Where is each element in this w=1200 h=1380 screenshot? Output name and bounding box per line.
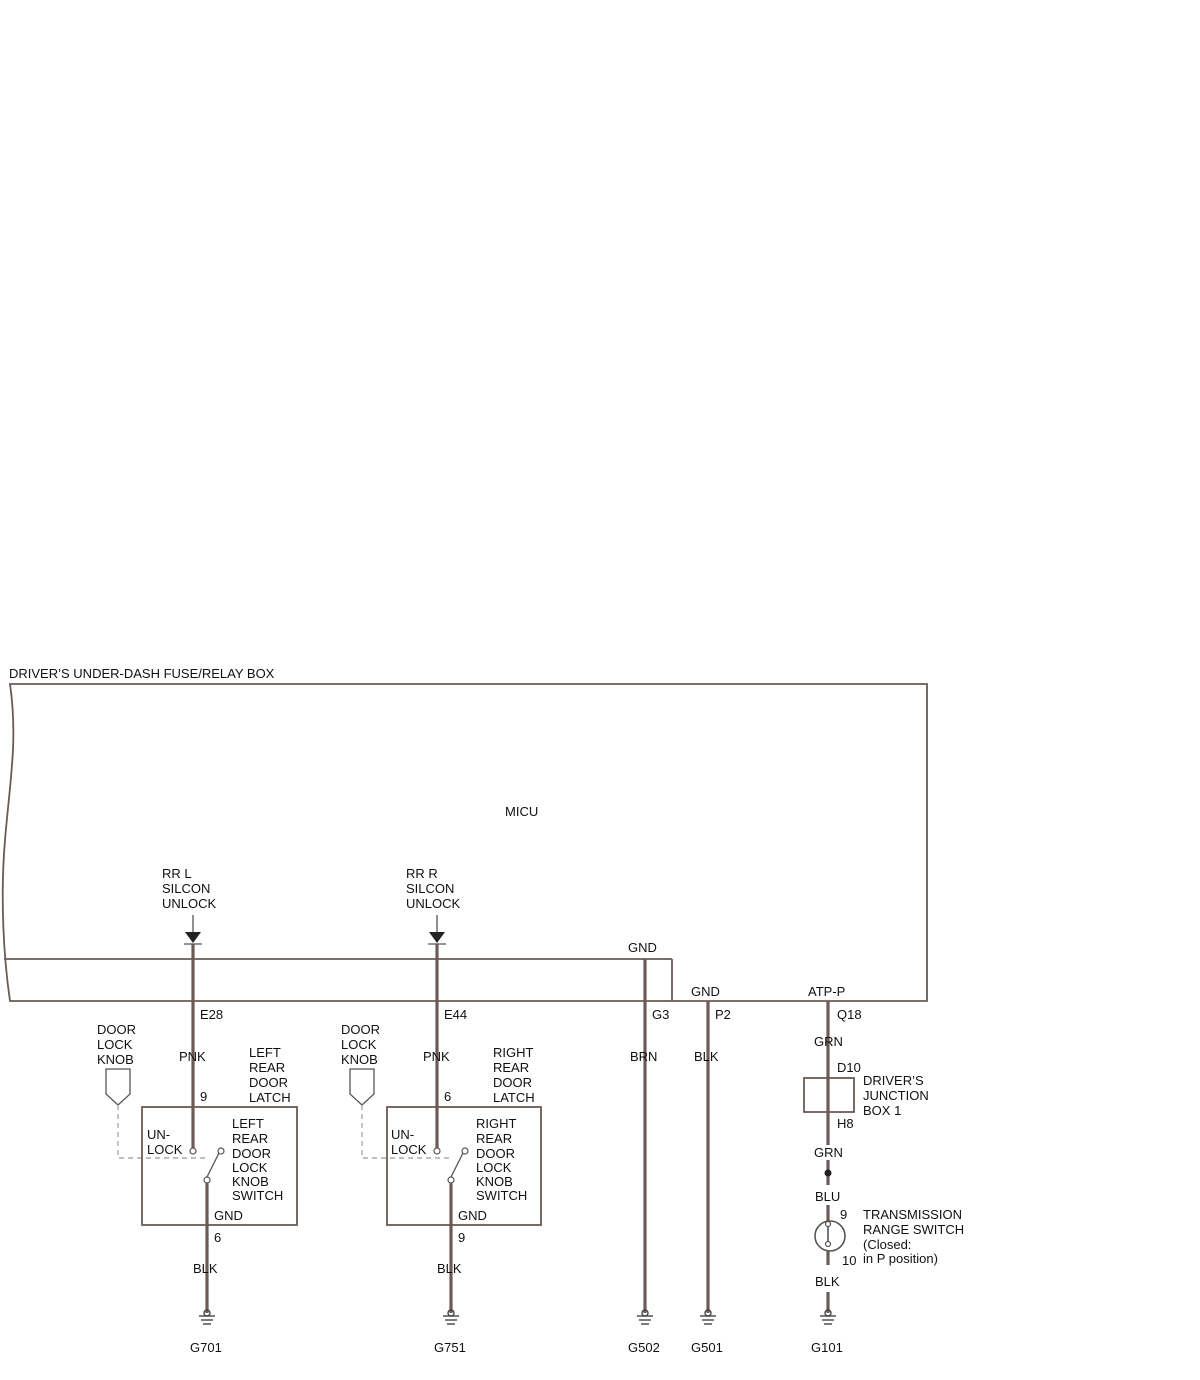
left-switch-contact-a	[189, 1147, 197, 1155]
gnd-g3-circuit: GND G3 BRN G502	[628, 940, 669, 1355]
atp-wire-color-4: BLK	[815, 1274, 840, 1289]
atp-terminal-name: ATP-P	[808, 984, 845, 999]
transmission-switch-label: TRANSMISSION RANGE SWITCH (Closed: in P …	[863, 1207, 968, 1266]
atp-pin: Q18	[837, 1007, 862, 1022]
right-rear-circuit: RR R SILCON UNLOCK E44 PNK DOOR LOCK KNO…	[341, 866, 542, 1355]
g501-ground-label: G501	[691, 1340, 723, 1355]
right-latch-pin-in: 6	[444, 1089, 451, 1104]
left-gnd-label: GND	[214, 1208, 243, 1223]
left-latch-box	[141, 1106, 298, 1226]
right-unlock-label: UN- LOCK	[391, 1127, 427, 1157]
g101-ground-icon	[820, 1309, 836, 1325]
left-pin-e28: E28	[200, 1007, 223, 1022]
left-terminal-name: RR L SILCON UNLOCK	[162, 866, 217, 911]
left-unlock-label: UN- LOCK	[147, 1127, 183, 1157]
left-ground-wire-color: BLK	[193, 1261, 218, 1276]
left-latch-pin-in: 9	[200, 1089, 207, 1104]
left-switch-blade	[206, 1152, 220, 1178]
p2-pin: P2	[715, 1007, 731, 1022]
junction-label: DRIVER’S JUNCTION BOX 1	[863, 1073, 932, 1118]
right-knob-linkage	[361, 1105, 451, 1159]
right-switch-contact-b	[461, 1147, 469, 1155]
fuse-box-title: DRIVER’S UNDER-DASH FUSE/RELAY BOX	[9, 666, 275, 681]
left-ground-label: G701	[190, 1340, 222, 1355]
right-diode-icon	[429, 932, 445, 943]
right-latch-pin-out: 9	[458, 1230, 465, 1245]
right-ground-wire-color: BLK	[437, 1261, 462, 1276]
right-knob-icon	[349, 1068, 375, 1106]
splice-point	[824, 1169, 832, 1177]
left-diode-icon	[185, 932, 201, 943]
fuse-box-outline	[1, 683, 928, 1002]
right-gnd-label: GND	[458, 1208, 487, 1223]
left-wire-color: PNK	[179, 1049, 206, 1064]
right-switch-contact-a	[433, 1147, 441, 1155]
left-knob-label: DOOR LOCK KNOB	[97, 1022, 140, 1067]
left-rear-circuit: RR L SILCON UNLOCK E28 PNK DOOR LOCK KNO…	[97, 866, 298, 1355]
g101-ground-label: G101	[811, 1340, 843, 1355]
right-terminal-name: RR R SILCON UNLOCK	[406, 866, 461, 911]
g3-terminal-name: GND	[628, 940, 657, 955]
left-ground-icon	[199, 1309, 215, 1325]
left-knob-icon	[105, 1068, 131, 1106]
right-switch-label: RIGHT REAR DOOR LOCK KNOB SWITCH	[476, 1116, 527, 1203]
p2-wire-color: BLK	[694, 1049, 719, 1064]
left-switch-contact-c	[203, 1176, 211, 1184]
right-knob-label: DOOR LOCK KNOB	[341, 1022, 384, 1067]
right-latch-box	[386, 1106, 542, 1226]
p2-terminal-name: GND	[691, 984, 720, 999]
atp-wire-color-1: GRN	[814, 1034, 843, 1049]
atp-circuit: ATP-P Q18 GRN D10 DRIVER’S JUNCTION BOX …	[803, 984, 968, 1355]
left-switch-contact-b	[217, 1147, 225, 1155]
right-switch-blade	[450, 1152, 464, 1178]
right-ground-label: G751	[434, 1340, 466, 1355]
g502-ground-label: G502	[628, 1340, 660, 1355]
left-switch-label: LEFT REAR DOOR LOCK KNOB SWITCH	[232, 1116, 283, 1203]
left-latch-label: LEFT REAR DOOR LATCH	[249, 1045, 292, 1105]
atp-wire-color-2: GRN	[814, 1145, 843, 1160]
junction-box-icon	[803, 1077, 855, 1113]
right-latch-label: RIGHT REAR DOOR LATCH	[493, 1045, 537, 1105]
g3-pin: G3	[652, 1007, 669, 1022]
junction-pin-out: H8	[837, 1116, 854, 1131]
g501-ground-icon	[700, 1309, 716, 1325]
right-switch-contact-c	[447, 1176, 455, 1184]
left-latch-pin-out: 6	[214, 1230, 221, 1245]
junction-pin-in: D10	[837, 1060, 861, 1075]
gnd-p2-circuit: GND P2 BLK G501	[691, 984, 731, 1355]
atp-wire-color-3: BLU	[815, 1189, 840, 1204]
switch-pin-out: 10	[842, 1253, 856, 1268]
left-knob-linkage	[117, 1105, 205, 1159]
transmission-switch-icon	[814, 1220, 846, 1252]
micu-label: MICU	[505, 804, 538, 819]
g3-wire-color: BRN	[630, 1049, 657, 1064]
right-ground-icon	[443, 1309, 459, 1325]
g502-ground-icon	[637, 1309, 653, 1325]
right-pin-e44: E44	[444, 1007, 467, 1022]
right-wire-color: PNK	[423, 1049, 450, 1064]
switch-pin-in: 9	[840, 1207, 847, 1222]
